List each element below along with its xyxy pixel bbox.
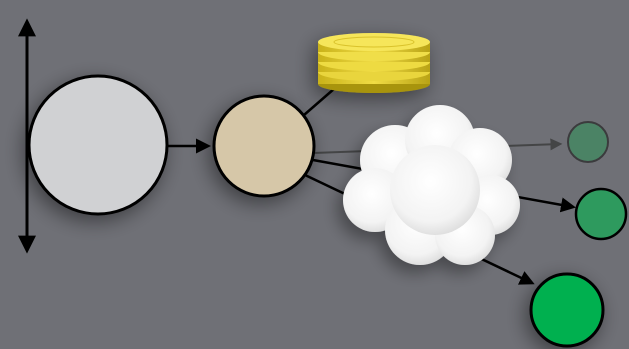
cloud-icon	[343, 105, 520, 265]
hub-node	[212, 94, 316, 198]
coin-stack-icon	[318, 33, 430, 93]
destination-node-bright	[529, 272, 605, 348]
destination-node-mid	[574, 187, 628, 241]
destination-node-faded	[567, 121, 609, 163]
source-node	[27, 74, 169, 216]
